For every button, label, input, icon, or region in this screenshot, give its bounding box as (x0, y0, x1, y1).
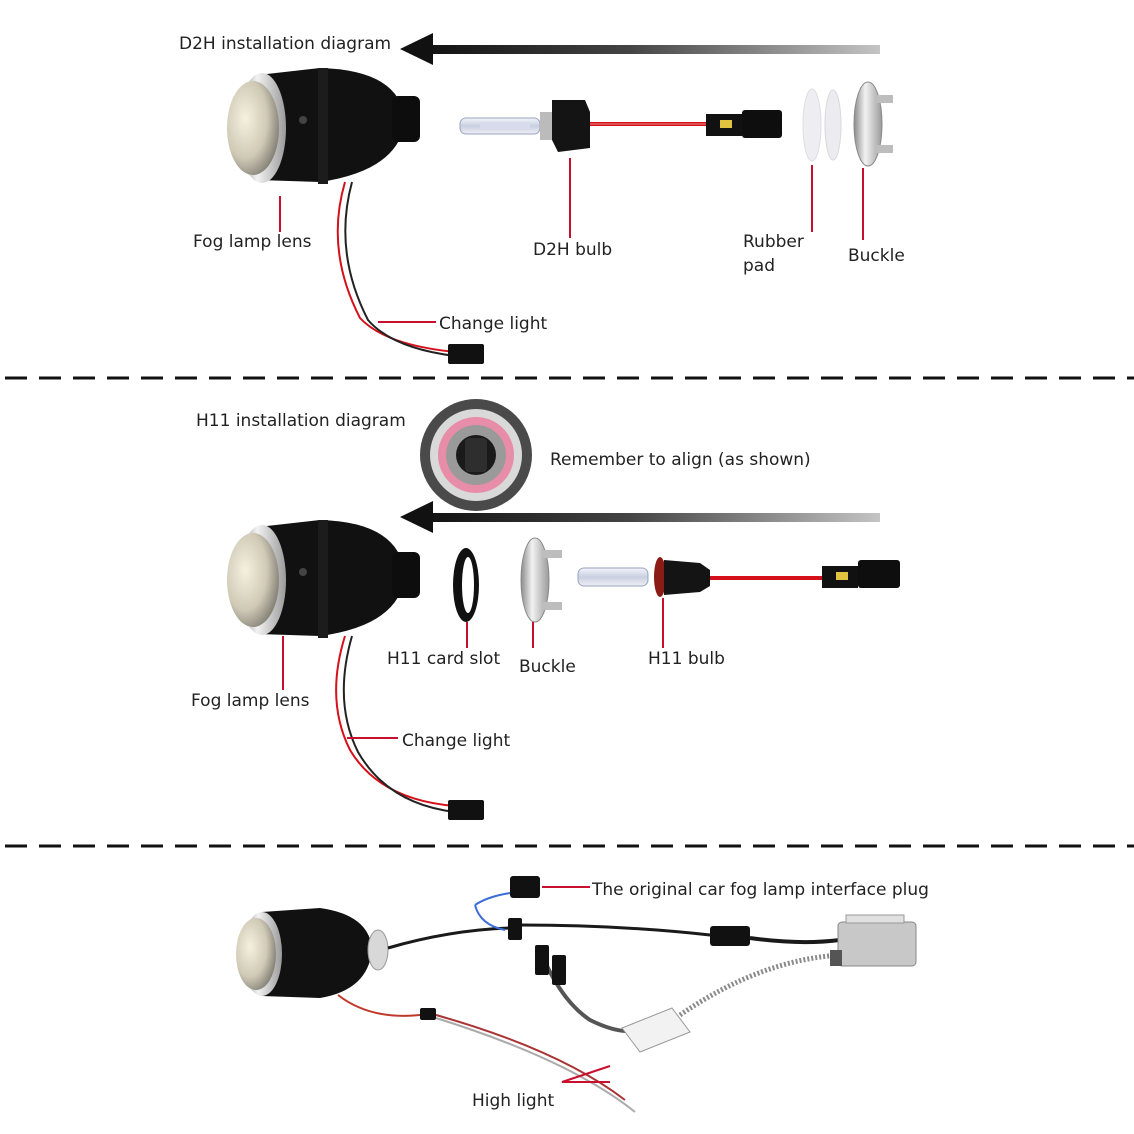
label-h11-card-slot: H11 card slot (387, 649, 501, 669)
label-buckle-1: Buckle (848, 246, 905, 266)
label-fog-lamp-lens-2: Fog lamp lens (191, 691, 310, 711)
label-h11-bulb: H11 bulb (648, 649, 725, 669)
section1-title: D2H installation diagram (179, 34, 392, 54)
section1-leaders (279, 158, 864, 323)
section3-leaders (542, 886, 611, 1083)
label-d2h-bulb: D2H bulb (533, 240, 613, 260)
label-change-light-1: Change light (439, 314, 548, 334)
fog-lamp-2 (227, 520, 420, 638)
label-high-light: High light (472, 1091, 555, 1111)
fog-lamp-2-wire (335, 635, 484, 820)
d2h-bulb (459, 100, 782, 152)
align-photo (420, 399, 532, 511)
label-fog-lamp-lens-1: Fog lamp lens (193, 232, 312, 252)
label-rubber-pad-line1: Rubber (743, 232, 804, 252)
buckle-2 (520, 537, 562, 623)
section2-arrow (400, 501, 880, 533)
section1-arrow (400, 33, 880, 65)
label-rubber-pad-line2: pad (743, 256, 775, 276)
fog-lamp-3 (236, 908, 389, 998)
label-change-light-2: Change light (402, 731, 511, 751)
fog-lamp-1 (227, 68, 420, 184)
buckle-1 (853, 81, 893, 167)
ballast (830, 914, 917, 967)
label-interface-plug: The original car fog lamp interface plug (592, 880, 929, 900)
h11-bulb (577, 557, 900, 597)
h11-card-slot (453, 548, 479, 622)
label-buckle-2: Buckle (519, 657, 576, 677)
fog-lamp-1-wire (336, 181, 484, 364)
section2-title: H11 installation diagram (196, 411, 406, 431)
relay-box (621, 1007, 691, 1053)
rubber-pads (802, 88, 842, 162)
interface-plug (510, 876, 540, 898)
label-align-note: Remember to align (as shown) (550, 450, 811, 470)
wiring-harness (337, 891, 841, 1113)
section2-leaders (282, 598, 664, 739)
inline-connectors (420, 918, 750, 1020)
